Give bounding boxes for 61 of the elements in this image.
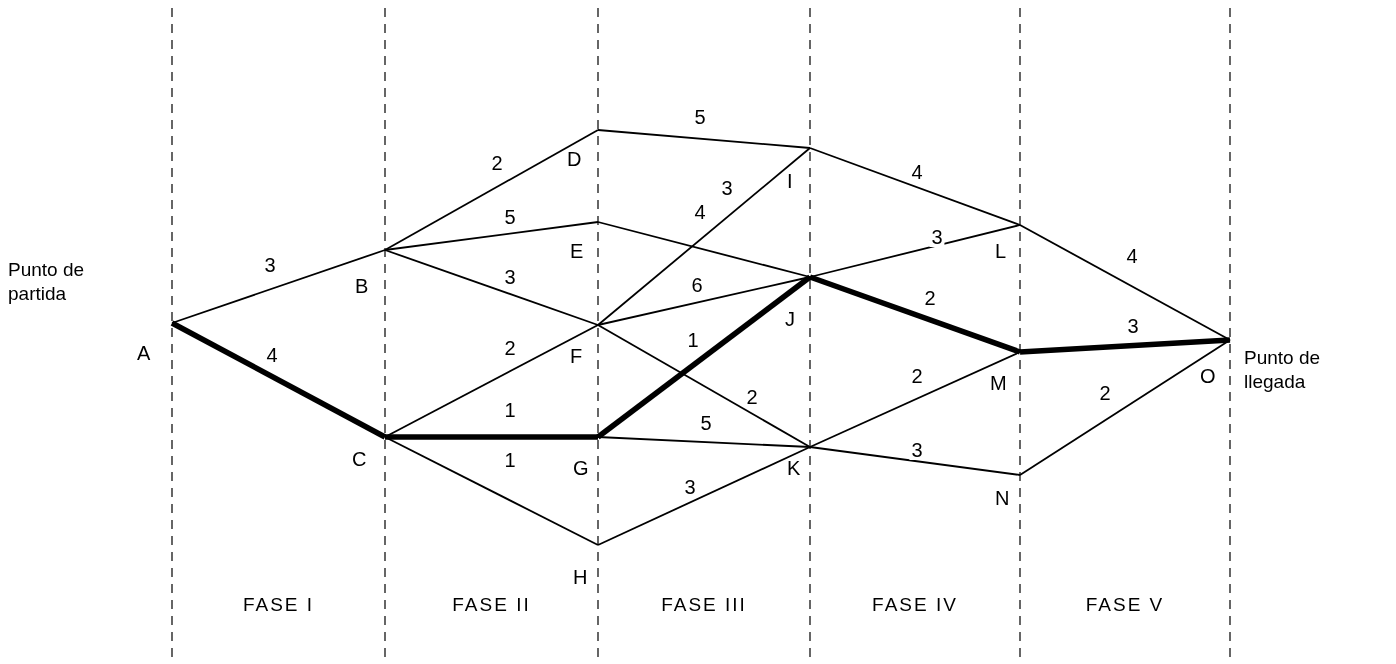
- node-letter: B: [355, 275, 369, 297]
- node-letter: I: [787, 170, 793, 192]
- node-letter: C: [352, 448, 367, 470]
- highlighted-path-line: [385, 434, 598, 440]
- path-line: [597, 129, 811, 149]
- edge-label: 4: [264, 345, 280, 365]
- node-letter: K: [787, 457, 801, 479]
- phase-label: FASE II: [452, 594, 531, 616]
- node-letter: O: [1200, 365, 1216, 387]
- edge-label: 3: [502, 267, 518, 287]
- node-letter: N: [995, 487, 1010, 509]
- point-caption: Punto de llegada: [1244, 346, 1322, 394]
- point-caption: Punto de partida: [8, 258, 86, 306]
- path-line: [809, 147, 1021, 226]
- node-letter: G: [573, 457, 589, 479]
- edge-label: 3: [262, 255, 278, 275]
- edge-label: 2: [1097, 383, 1113, 403]
- node-letter: E: [570, 240, 584, 262]
- edge-label: 2: [502, 338, 518, 358]
- edge-label: 4: [1124, 246, 1140, 266]
- edge-label: 2: [909, 366, 925, 386]
- node-letter: L: [995, 240, 1007, 262]
- highlighted-path-line: [809, 274, 1021, 355]
- path-line: [597, 436, 811, 448]
- edge-label: 4: [909, 162, 925, 182]
- path-line: [597, 324, 811, 448]
- node-letter: D: [567, 148, 582, 170]
- edge-label: 3: [1125, 316, 1141, 336]
- edge-label: 3: [682, 477, 698, 497]
- node-letter: J: [785, 308, 795, 330]
- edge-label: 2: [489, 153, 505, 173]
- path-line: [597, 147, 811, 326]
- path-line: [384, 436, 599, 546]
- node-letter: F: [570, 345, 583, 367]
- path-line: [809, 351, 1021, 448]
- edge-label: 5: [698, 413, 714, 433]
- highlighted-path-line: [1019, 337, 1231, 355]
- edge-label: 5: [502, 207, 518, 227]
- phase-label: FASE I: [242, 594, 315, 616]
- path-line: [809, 446, 1021, 476]
- edge-label: 6: [689, 275, 705, 295]
- path-line: [597, 446, 811, 546]
- edge-label: 2: [744, 387, 760, 407]
- path-line: [384, 221, 599, 251]
- edge-label: 3: [909, 440, 925, 460]
- phase-label: FASE III: [661, 594, 747, 616]
- edge-label: 3: [929, 227, 945, 247]
- highlighted-path-line: [596, 274, 812, 440]
- node-letter: M: [990, 372, 1007, 394]
- edge-label: 3: [719, 178, 735, 198]
- phase-label: FASE V: [1085, 594, 1165, 616]
- highlighted-path-line: [170, 320, 387, 440]
- edge-label: 4: [692, 202, 708, 222]
- edge-label: 5: [692, 107, 708, 127]
- path-line: [384, 249, 599, 326]
- phase-label: FASE IV: [872, 594, 958, 616]
- node-letter: A: [137, 342, 151, 364]
- node-letter: H: [573, 566, 588, 588]
- edge-label: 2: [922, 288, 938, 308]
- path-line: [1019, 339, 1231, 476]
- path-line: [384, 129, 599, 251]
